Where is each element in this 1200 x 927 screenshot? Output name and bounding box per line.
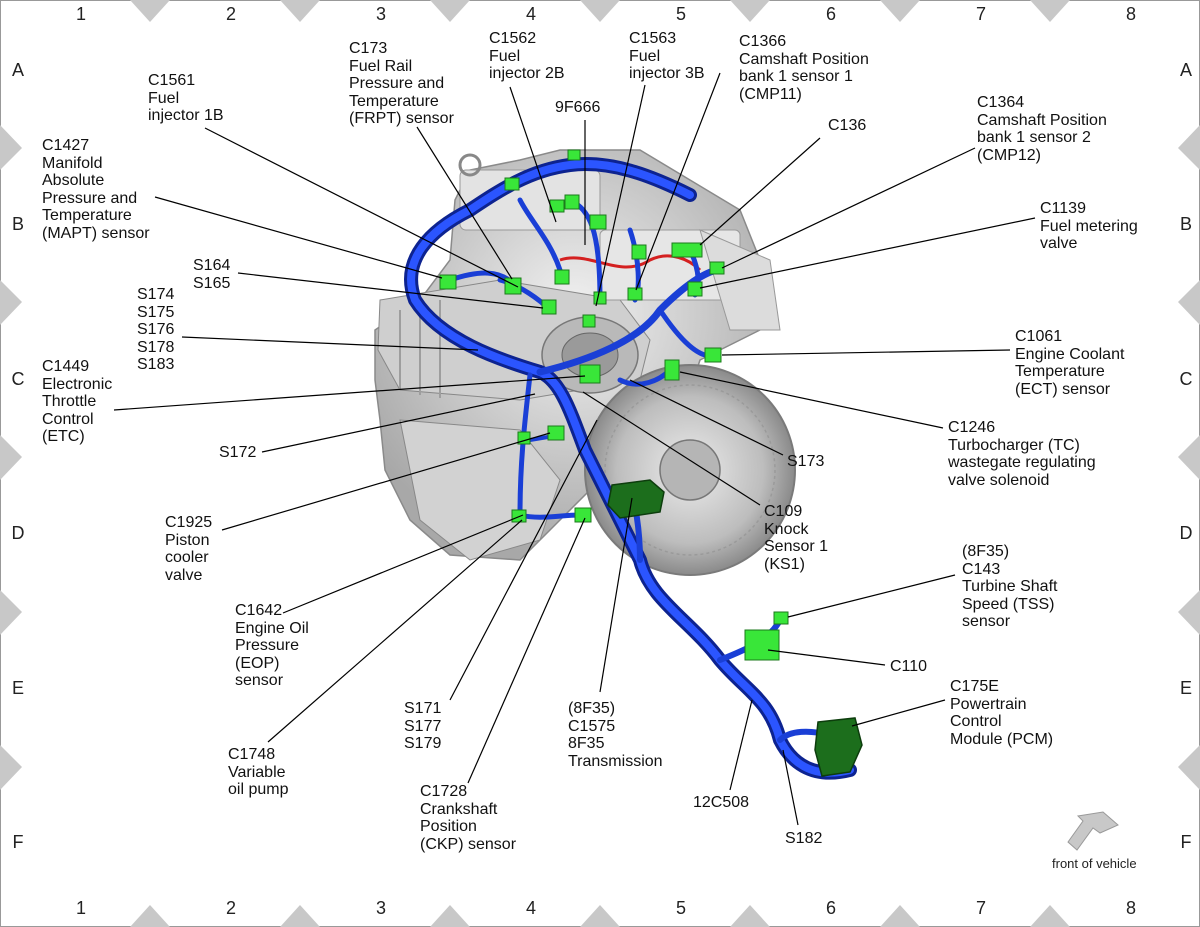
callout-c173: C173 Fuel Rail Pressure and Temperature …	[349, 40, 454, 127]
callout-s164: S164 S165	[193, 257, 231, 292]
connector	[627, 287, 643, 301]
connector	[579, 364, 601, 384]
grid-col-4-top: 4	[525, 4, 536, 24]
callout-c175e: C175E Powertrain Control Module (PCM)	[950, 678, 1054, 748]
leader-lines	[113, 72, 1036, 826]
connector	[564, 194, 580, 210]
transmission-connector	[607, 479, 665, 519]
grid-col-6-bottom: 6	[825, 898, 836, 918]
connector	[671, 242, 703, 258]
connector	[773, 611, 789, 625]
grid-col-7-bottom: 7	[975, 898, 986, 918]
large-connectors	[607, 479, 863, 777]
grid-row-d-left: D	[11, 523, 25, 543]
callout-s171: S171 S177 S179	[404, 700, 442, 752]
grid-col-2-bottom: 2	[225, 898, 236, 918]
grid-row-b-left: B	[11, 214, 24, 234]
connector	[631, 244, 647, 260]
callout-c1748: C1748 Variable oil pump	[228, 746, 289, 798]
grid-col-2-top: 2	[225, 4, 236, 24]
grid-col-6-top: 6	[825, 4, 836, 24]
callout-c1366: C1366 Camshaft Position bank 1 sensor 1 …	[739, 33, 869, 103]
grid-row-c-right: C	[1179, 369, 1193, 389]
callout-c1642: C1642 Engine Oil Pressure (EOP) sensor	[235, 602, 309, 689]
grid-row-a-left: A	[11, 60, 24, 80]
callout-c143: (8F35) C143 Turbine Shaft Speed (TSS) se…	[962, 543, 1058, 630]
callout-s172: S172	[219, 444, 257, 461]
connector	[504, 277, 522, 295]
red-wire	[559, 254, 702, 272]
callout-s173: S173	[787, 453, 825, 470]
grid-col-3-bottom: 3	[375, 898, 386, 918]
connector	[554, 269, 570, 285]
callout-12c508: 12C508	[693, 794, 750, 811]
connector	[439, 274, 457, 290]
grid-col-8-bottom: 8	[1125, 898, 1136, 918]
grid-col-5-bottom: 5	[675, 898, 686, 918]
callout-c1925: C1925 Piston cooler valve	[165, 514, 213, 584]
callout-9f666: 9F666	[555, 99, 601, 116]
grid-row-e-right: E	[1179, 678, 1192, 698]
connector	[541, 299, 557, 315]
connector	[582, 314, 596, 328]
grid-row-b-right: B	[1179, 214, 1192, 234]
callout-c1561: C1561 Fuel injector 1B	[148, 72, 224, 124]
front-of-vehicle-arrow-icon	[1067, 811, 1119, 851]
callout-c1449: C1449 Electronic Throttle Control (ETC)	[42, 358, 113, 445]
callout-c1563: C1563 Fuel injector 3B	[629, 30, 705, 82]
grid-row-f-right: F	[1180, 832, 1192, 852]
callout-c1427: C1427 Manifold Absolute Pressure and Tem…	[42, 137, 150, 242]
front-of-vehicle-label: front of vehicle	[1052, 856, 1137, 871]
grid-col-4-bottom: 4	[525, 898, 536, 918]
callout-c1562: C1562 Fuel injector 2B	[489, 30, 565, 82]
grid-col-7-top: 7	[975, 4, 986, 24]
callout-c110: C110	[890, 658, 928, 675]
grid-row-a-right: A	[1179, 60, 1192, 80]
callout-c1575: (8F35) C1575 8F35 Transmission	[568, 700, 663, 770]
grid-col-3-top: 3	[375, 4, 386, 24]
grid-row-c-left: C	[11, 369, 25, 389]
callout-c1061: C1061 Engine Coolant Temperature (ECT) s…	[1015, 328, 1125, 398]
grid-col-1-top: 1	[75, 4, 86, 24]
callout-c1364: C1364 Camshaft Position bank 1 sensor 2 …	[977, 94, 1107, 164]
grid-row-d-right: D	[1179, 523, 1193, 543]
callout-s174: S174 S175 S176 S178 S183	[137, 286, 175, 373]
connector	[709, 261, 725, 275]
grid-row-e-left: E	[11, 678, 24, 698]
callout-c1728: C1728 Crankshaft Position (CKP) sensor	[420, 783, 517, 853]
pcm-connector	[814, 717, 863, 777]
callout-c109: C109 Knock Sensor 1 (KS1)	[764, 503, 829, 573]
connector	[593, 291, 607, 305]
callout-c1246: C1246 Turbocharger (TC) wastegate regula…	[948, 419, 1096, 489]
connector	[704, 347, 722, 363]
grid-col-8-top: 8	[1125, 4, 1136, 24]
grid-col-5-top: 5	[675, 4, 686, 24]
connectors	[439, 149, 789, 661]
grid-row-f-left: F	[12, 832, 24, 852]
connector	[744, 629, 780, 661]
connector	[574, 507, 592, 523]
connector	[589, 214, 607, 230]
connector	[547, 425, 565, 441]
callout-s182: S182	[785, 830, 823, 847]
grid-col-1-bottom: 1	[75, 898, 86, 918]
connector	[567, 149, 581, 161]
connector	[664, 359, 680, 381]
connector	[504, 177, 520, 191]
connector	[687, 281, 703, 297]
callout-c136: C136	[828, 117, 867, 134]
callout-c1139: C1139 Fuel metering valve	[1040, 200, 1138, 252]
